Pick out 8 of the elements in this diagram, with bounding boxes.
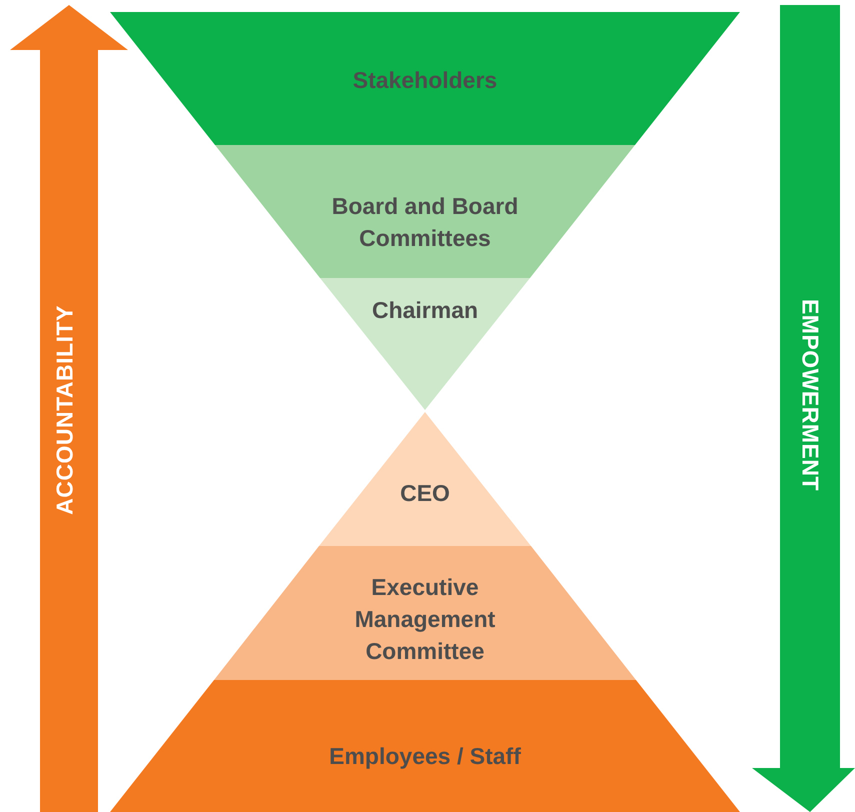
- band-label: Executive Management Committee: [354, 573, 496, 666]
- band-label: CEO: [399, 479, 451, 508]
- band-label: Stakeholders: [352, 66, 498, 95]
- band-label: Employees / Staff: [328, 742, 522, 771]
- arrow-label: EMPOWERMENT: [796, 298, 824, 492]
- band-label: Chairman: [370, 296, 480, 325]
- band-label: Board and Board Committees: [330, 192, 520, 253]
- arrow-label: ACCOUNTABILITY: [52, 305, 78, 515]
